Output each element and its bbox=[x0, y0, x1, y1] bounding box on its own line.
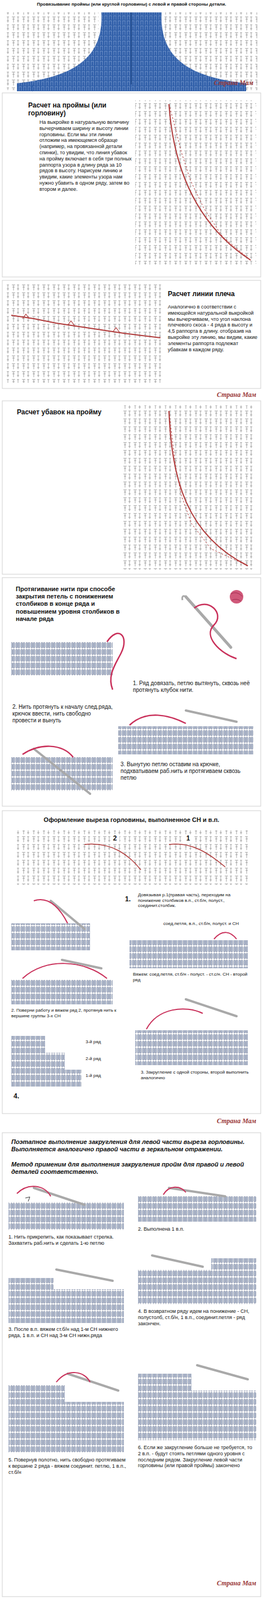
row-label: 3-й ряд bbox=[85, 1039, 117, 1046]
step-text: 4. В возвратном ряду идем на понижение -… bbox=[137, 1308, 257, 1327]
heading: Протягивание нити при способе закрытия п… bbox=[15, 585, 132, 623]
step-text: 6. Если же закругление больше не требует… bbox=[137, 1445, 257, 1470]
row-label: 1-й ряд bbox=[85, 1073, 117, 1080]
heading: Расчет на проймы (или горловину) bbox=[28, 101, 133, 118]
step-text: 2. Выполнена 1 в.п. bbox=[137, 1226, 257, 1233]
step-text: 3. Закругление с одной стороны, второй в… bbox=[140, 1070, 251, 1081]
page-title: Провязывание проймы (или круглой горлови… bbox=[2, 1, 261, 8]
heading: Расчет убавок на пройму bbox=[16, 408, 119, 417]
heading: Расчет линии плеча bbox=[167, 290, 258, 298]
step-text: 2. Поверни работу и вяжем ряд 2, протяну… bbox=[11, 1008, 119, 1019]
watermark: Страна Мам bbox=[185, 1117, 257, 1126]
body-text: Аналогично в соответствии с имеющейся на… bbox=[167, 304, 258, 353]
heading: Поэтапное выполнение закругления для лев… bbox=[11, 1138, 254, 1154]
step-text: 2. Нить протянуть к началу след.ряда, кр… bbox=[12, 703, 116, 725]
step-text: Довязывая р.1(правая часть), переходим н… bbox=[137, 892, 251, 909]
step-text: 1. Нить прикрепить, как показывает стрел… bbox=[8, 1234, 127, 1247]
callout-number: 1 bbox=[183, 834, 193, 843]
heading: Метод применим для выполнения закруглени… bbox=[11, 1161, 254, 1176]
callout-number: 4. bbox=[13, 1092, 31, 1101]
step-text: 1. Ряд довязать, петлю вытянуть, сквозь … bbox=[132, 680, 256, 694]
heading: Оформление выреза горловины, выполненное… bbox=[11, 816, 252, 824]
row-label: 2-й ряд bbox=[85, 1056, 117, 1063]
watermark: Страна Мам bbox=[185, 78, 254, 87]
step-text: 3. Вынутую петлю оставим на крючке, подх… bbox=[120, 761, 256, 782]
step-text: Вяжем: соед.петля, ст.б/н - полуст. - ст… bbox=[132, 972, 249, 983]
watermark: Страна Мам bbox=[185, 1579, 257, 1588]
callout-number: 1. bbox=[125, 895, 137, 904]
watermark: Страна Мам bbox=[185, 390, 257, 399]
callout-number: 2 bbox=[110, 834, 120, 843]
body-text: На выкройке в натуральную величину вычер… bbox=[39, 119, 133, 193]
step-text: 3. После в.п. вяжем ст.б/н над 1-м СН ни… bbox=[8, 1326, 127, 1340]
step-text: 5. Повернув полотно, нить свободно протя… bbox=[8, 1457, 127, 1476]
step-text: соед.петля, в.п., ст.б/н, полуст. и СН bbox=[163, 921, 248, 927]
